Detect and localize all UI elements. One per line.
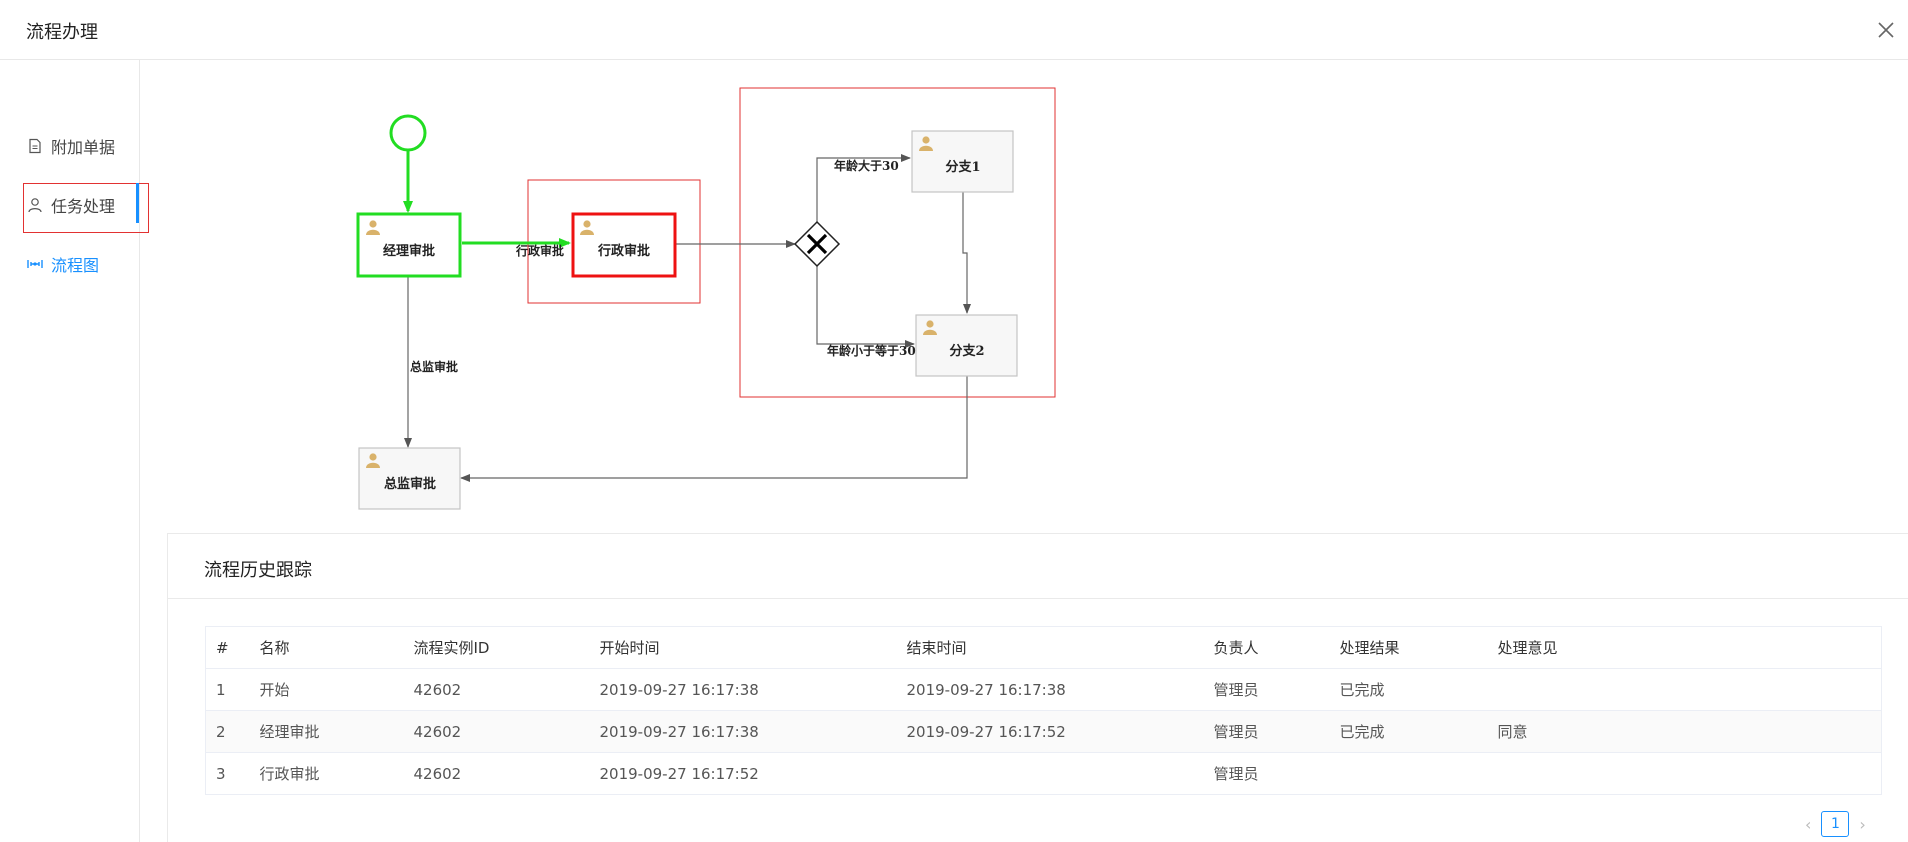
node-label: 总监审批 [384,476,436,492]
cell: 已完成 [1329,668,1488,711]
column-header: 名称 [249,626,404,669]
history-table: # 名称 流程实例ID 开始时间 结束时间 负责人 处理结果 处理意见 1 开始… [205,626,1882,795]
column-header: 负责人 [1203,626,1330,669]
cell: 管理员 [1203,752,1330,795]
table-row: 3 行政审批 42602 2019-09-27 16:17:52 管理员 [205,752,1882,795]
table-row: 2 经理审批 42602 2019-09-27 16:17:38 2019-09… [205,710,1882,753]
gateway-highlight-box [739,87,1056,398]
start-event[interactable] [389,114,427,152]
column-header: 处理结果 [1329,626,1488,669]
next-page-button[interactable]: › [1859,814,1866,834]
column-header: 结束时间 [896,626,1204,669]
edge-branch2-director [460,375,968,482]
cell: 经理审批 [249,710,404,753]
edge-label-age-gt: 年龄大于30 [834,158,899,173]
edge-label-to-director: 总监审批 [410,359,458,374]
process-diagram: 行政审批 总监审批 年龄大于30 年龄小于等于30 经理审批 行政审批 [141,61,1908,531]
cell: 42602 [403,752,590,795]
cell [896,752,1204,795]
node-director-approval[interactable]: 总监审批 [358,447,461,510]
sidebar-active-indicator [136,183,139,223]
cell [1487,752,1882,795]
node-branch2[interactable]: 分支2 [915,314,1018,377]
cell: 已完成 [1329,710,1488,753]
sidebar-item-label: 任务处理 [51,197,116,216]
node-admin-approval[interactable]: 行政审批 [571,212,677,278]
node-label: 行政审批 [597,243,650,259]
node-label: 分支1 [945,159,980,175]
gateway-x-icon [806,233,828,255]
table-header-row: # 名称 流程实例ID 开始时间 结束时间 负责人 处理结果 处理意见 [205,626,1882,669]
cell: 2019-09-27 16:17:38 [589,710,897,753]
cell: 3 [205,752,250,795]
edge-gateway-branch1 [816,154,911,222]
history-card: 流程历史跟踪 # 名称 流程实例ID 开始时间 结束时间 负责人 处理结果 处理… [167,533,1908,842]
cell: 管理员 [1203,710,1330,753]
cell: 行政审批 [249,752,404,795]
column-header: # [205,626,250,669]
prev-page-button[interactable]: ‹ [1805,814,1812,834]
sidebar-item-tasks[interactable]: 任务处理 [0,185,140,225]
modal-title: 流程办理 [26,22,98,43]
table-row: 1 开始 42602 2019-09-27 16:17:38 2019-09-2… [205,668,1882,711]
user-icon [28,198,42,213]
cell: 2019-09-27 16:17:52 [896,710,1204,753]
node-branch1[interactable]: 分支1 [911,130,1014,193]
cell: 2019-09-27 16:17:52 [589,752,897,795]
cell: 1 [205,668,250,711]
modal-header: 流程办理 [0,0,1908,60]
column-header: 开始时间 [589,626,897,669]
node-manager-approval[interactable]: 经理审批 [356,212,462,278]
cell [1487,668,1882,711]
cell: 开始 [249,668,404,711]
history-title: 流程历史跟踪 [204,560,312,581]
sidebar-item-attachments[interactable]: 附加单据 [0,126,140,166]
sidebar-highlight-box [23,183,149,233]
sidebar-item-label: 流程图 [51,256,100,275]
history-divider [168,598,1908,599]
cell: 42602 [403,710,590,753]
exclusive-gateway[interactable] [793,220,841,268]
close-icon [1878,22,1894,38]
cell: 42602 [403,668,590,711]
sidebar: 附加单据 任务处理 流程图 [0,60,140,842]
edge-branch1-branch2 [962,192,971,314]
cell: 2019-09-27 16:17:38 [589,668,897,711]
cell [1329,752,1488,795]
cell: 2019-09-27 16:17:38 [896,668,1204,711]
sidebar-item-flowchart[interactable]: 流程图 [0,244,140,284]
sidebar-item-label: 附加单据 [51,138,116,157]
document-icon [29,138,41,154]
column-header: 处理意见 [1487,626,1882,669]
cell: 管理员 [1203,668,1330,711]
flow-icon [27,260,43,268]
edge-label-to-admin: 行政审批 [515,243,564,258]
cell: 2 [205,710,250,753]
pagination: ‹ 1 › [1805,811,1866,837]
edge-gateway-branch2 [816,266,915,348]
page-button-current[interactable]: 1 [1821,811,1850,837]
cell: 同意 [1487,710,1882,753]
edge-label-age-le: 年龄小于等于30 [827,343,916,358]
column-header: 流程实例ID [403,626,590,669]
node-label: 经理审批 [383,243,435,259]
close-button[interactable] [1874,18,1898,42]
node-label: 分支2 [949,343,984,359]
